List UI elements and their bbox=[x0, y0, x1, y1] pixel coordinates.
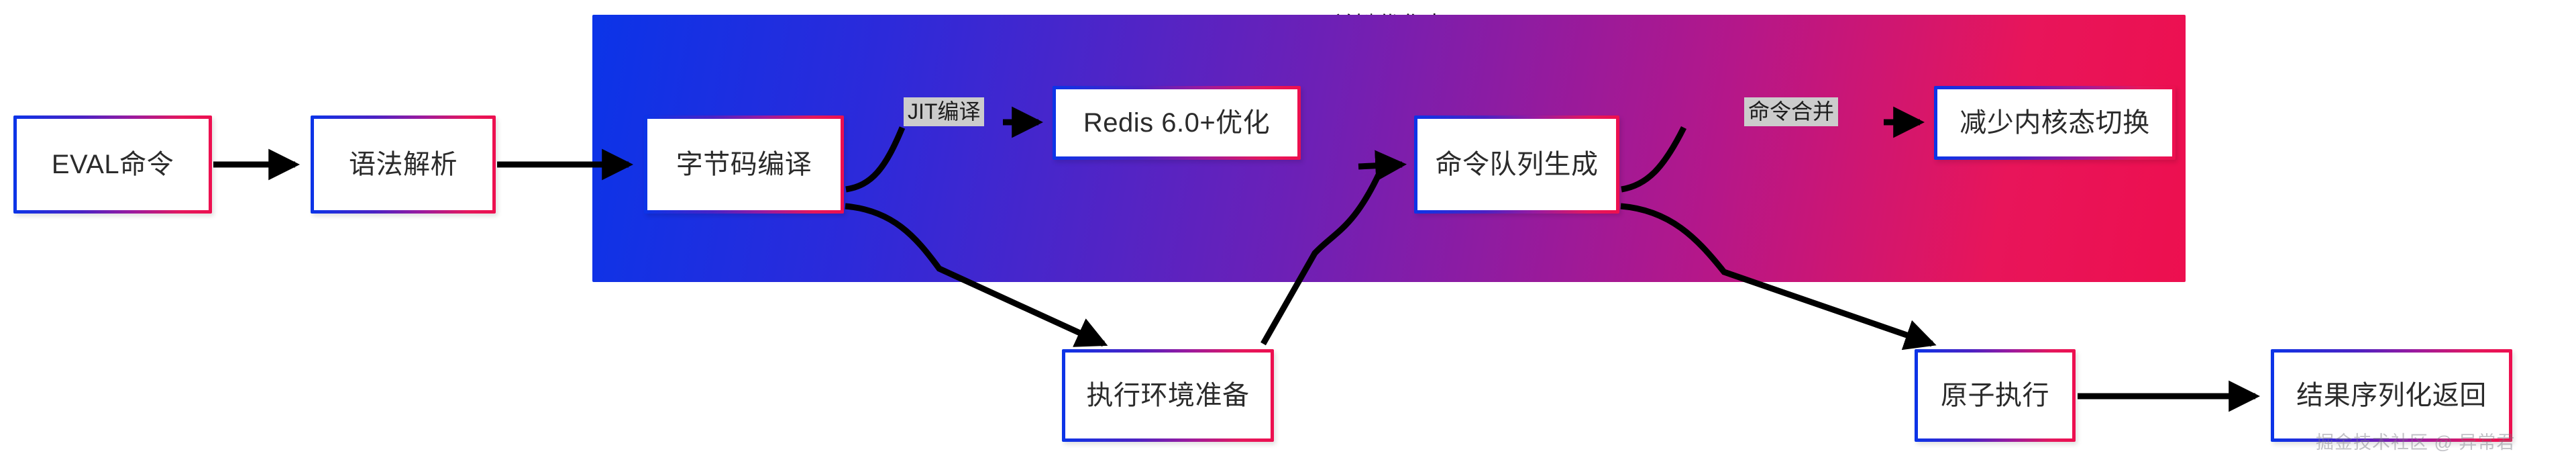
node-exec-env-prepare[interactable]: 执行环境准备 bbox=[1062, 349, 1274, 442]
node-reduce-kernel-switch[interactable]: 减少内核态切换 bbox=[1934, 86, 2176, 160]
node-label: 语法解析 bbox=[349, 150, 458, 179]
edge-label-jit-compile: JIT编译 bbox=[904, 97, 985, 126]
edge-label-command-merge: 命令合并 bbox=[1744, 97, 1839, 126]
node-label: 减少内核态切换 bbox=[1960, 108, 2150, 138]
node-eval-command[interactable]: EVAL命令 bbox=[13, 115, 212, 214]
node-label: 命令队列生成 bbox=[1435, 150, 1599, 179]
node-atomic-execute[interactable]: 原子执行 bbox=[1915, 349, 2076, 442]
node-redis-60-optimize[interactable]: Redis 6.0+优化 bbox=[1053, 86, 1301, 160]
node-result-serialize-return[interactable]: 结果序列化返回 bbox=[2271, 349, 2512, 442]
node-label: 结果序列化返回 bbox=[2296, 381, 2487, 410]
watermark: 掘金技术社区 @ 异常君 bbox=[2316, 432, 2516, 453]
node-command-queue-generate[interactable]: 命令队列生成 bbox=[1414, 115, 1619, 214]
node-label: Redis 6.0+优化 bbox=[1083, 108, 1271, 138]
node-label: 原子执行 bbox=[1941, 381, 2049, 410]
node-bytecode-compile[interactable]: 字节码编译 bbox=[644, 115, 844, 214]
node-syntax-parse[interactable]: 语法解析 bbox=[311, 115, 496, 214]
node-label: 执行环境准备 bbox=[1086, 381, 1250, 410]
node-label: 字节码编译 bbox=[676, 150, 812, 179]
node-label: EVAL命令 bbox=[51, 150, 174, 179]
